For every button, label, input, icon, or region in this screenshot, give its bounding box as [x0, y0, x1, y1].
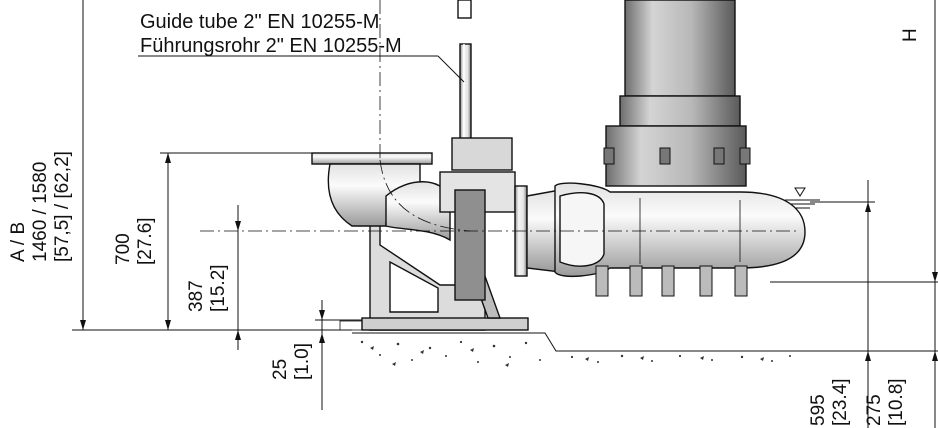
dim-a-b-mm: 1460 / 1580: [30, 162, 51, 262]
callout-line1: Guide tube 2" EN 10255-M: [140, 11, 379, 33]
dim-25-in: [1.0]: [292, 343, 313, 380]
discharge-bend: [311, 152, 451, 242]
dim-275: 275 [10.8]: [864, 378, 907, 426]
dim-595-in: [23.4]: [830, 378, 851, 426]
dim-lines: [72, 0, 938, 428]
pump-housing: [439, 137, 806, 301]
bolts: [595, 265, 748, 297]
dim-387-mm: 387: [186, 280, 207, 312]
dim-a-b: A / B 1460 / 1580 [57,5] / [62,2]: [8, 151, 73, 262]
callout-line2: Führungsrohr 2" EN 10255-M: [140, 35, 402, 57]
dim-25: 25 [1.0]: [270, 343, 313, 380]
dim-387-in: [15.2]: [208, 264, 229, 312]
dim-700: 700 [27.6]: [113, 217, 156, 265]
dim-275-mm: 275: [864, 394, 885, 426]
callout-leader: [138, 55, 465, 83]
water-level-icon: [785, 187, 820, 209]
foundation: [352, 332, 800, 367]
dim-h-label: H: [900, 28, 921, 42]
dim-a-b-label: A / B: [8, 222, 29, 262]
dim-387: 387 [15.2]: [186, 264, 229, 312]
dim-275-in: [10.8]: [886, 378, 907, 426]
dim-700-mm: 700: [113, 233, 134, 265]
motor: [603, 0, 751, 187]
dim-a-b-in: [57,5] / [62,2]: [52, 151, 73, 262]
dim-25-mm: 25: [270, 359, 291, 380]
dim-h: H: [900, 28, 921, 42]
dim-700-in: [27.6]: [135, 217, 156, 265]
dim-595: 595 [23.4]: [808, 378, 851, 426]
centerlines: [200, 0, 800, 232]
dim-595-mm: 595: [808, 394, 829, 426]
